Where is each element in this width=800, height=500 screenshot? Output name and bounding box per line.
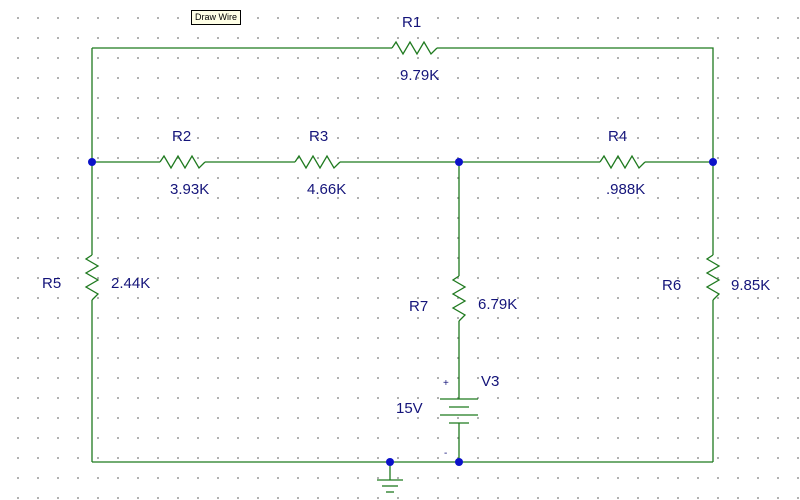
resistor-r7-icon[interactable] [451, 275, 467, 322]
junction-node-ground[interactable] [386, 458, 394, 466]
r5-name-label[interactable]: R5 [42, 275, 61, 292]
resistor-r1-icon[interactable] [391, 40, 438, 56]
wire-top[interactable] [92, 47, 714, 162]
r6-name-label[interactable]: R6 [662, 277, 681, 294]
r7-name-label[interactable]: R7 [409, 298, 428, 315]
resistor-r3-icon[interactable] [294, 154, 341, 170]
draw-wire-tooltip: Draw Wire [191, 10, 241, 25]
v3-value-label[interactable]: 15V [396, 400, 423, 417]
junction-node-right[interactable] [709, 158, 717, 166]
r6-value-label[interactable]: 9.85K [731, 277, 770, 294]
junction-node-center[interactable] [455, 158, 463, 166]
junction-node-bottom-center[interactable] [455, 458, 463, 466]
battery-v3-icon[interactable] [440, 398, 478, 424]
r3-value-label[interactable]: 4.66K [307, 181, 346, 198]
ground-icon[interactable] [377, 479, 403, 493]
r2-name-label[interactable]: R2 [172, 128, 191, 145]
r4-name-label[interactable]: R4 [608, 128, 627, 145]
resistor-r4-icon[interactable] [599, 154, 646, 170]
r1-value-label[interactable]: 9.79K [400, 67, 439, 84]
v3-plus-label: + [443, 378, 449, 389]
resistor-r6-icon[interactable] [705, 254, 721, 301]
r5-value-label[interactable]: 2.44K [111, 275, 150, 292]
r7-value-label[interactable]: 6.79K [478, 296, 517, 313]
v3-name-label[interactable]: V3 [481, 373, 499, 390]
resistor-r2-icon[interactable] [159, 154, 206, 170]
r1-name-label[interactable]: R1 [402, 14, 421, 31]
junction-node-left[interactable] [88, 158, 96, 166]
v3-minus-label: - [444, 448, 447, 459]
r3-name-label[interactable]: R3 [309, 128, 328, 145]
r2-value-label[interactable]: 3.93K [170, 181, 209, 198]
resistor-r5-icon[interactable] [84, 254, 100, 301]
r4-value-label[interactable]: .988K [606, 181, 645, 198]
